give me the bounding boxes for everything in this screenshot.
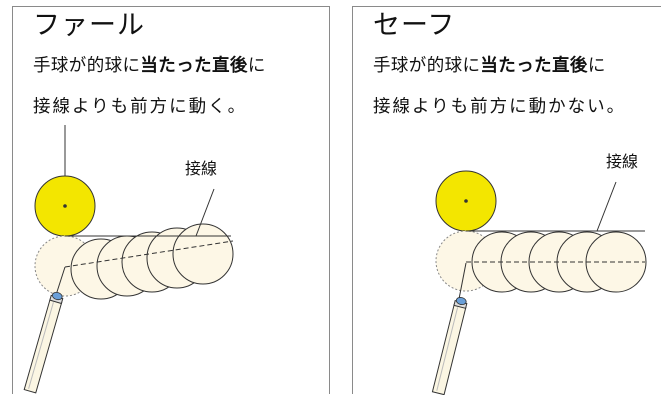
safe-tangent-label: 接線 (606, 152, 639, 171)
foul-panel: ファール 手球が的球に当たった直後に 接線よりも前方に動く。 接線 (12, 6, 330, 394)
foul-cue-guide (55, 266, 66, 296)
foul-cue-ball-path-5 (172, 223, 234, 285)
foul-description-line1: 手球が的球に当たった直後に (33, 54, 266, 78)
safe-description-line1: 手球が的球に当たった直後に (373, 54, 606, 78)
safe-description-line2: 接線よりも前方に動かない。 (373, 97, 627, 117)
safe-panel: セーフ 手球が的球に当たった直後に 接線よりも前方に動かない。 接線 (352, 6, 661, 395)
safe-object-ball-center (464, 199, 468, 203)
foul-object-ball-center (63, 204, 67, 208)
foul-line1-post: に (247, 56, 266, 76)
safe-diagram (431, 170, 647, 395)
foul-description-line2: 接線よりも前方に動く。 (33, 97, 248, 117)
safe-line1-pre: 手球が的球に (373, 56, 481, 76)
foul-diagram (23, 125, 234, 394)
foul-tangent-label: 接線 (185, 159, 218, 178)
safe-line1-bold: 当たった直後 (480, 56, 588, 76)
safe-title: セーフ (373, 10, 456, 41)
foul-line1-bold: 当たった直後 (140, 56, 248, 76)
safe-cue-stick (431, 297, 468, 395)
safe-label-leader (596, 181, 617, 232)
foul-label-leader (195, 188, 215, 237)
safe-cue-guide (458, 262, 467, 300)
foul-line1-pre: 手球が的球に (33, 56, 141, 76)
safe-line1-post: に (587, 56, 606, 76)
foul-cue-stick (23, 292, 64, 394)
foul-title: ファール (33, 10, 145, 41)
foul-cue-path (64, 240, 234, 268)
